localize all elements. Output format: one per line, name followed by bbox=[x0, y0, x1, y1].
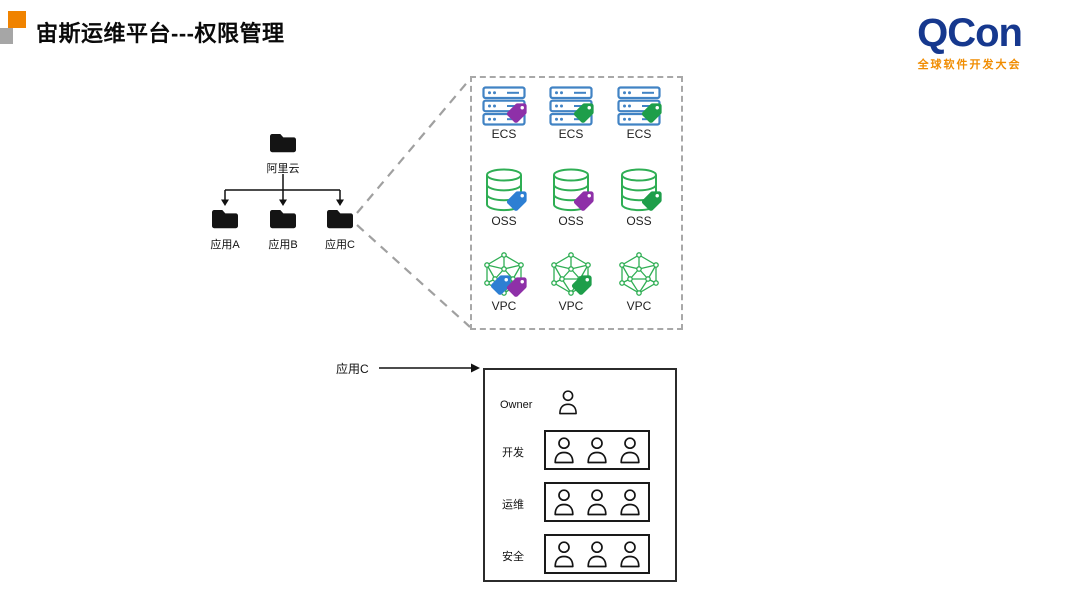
expansion-dashed-lines bbox=[356, 78, 471, 328]
resource-oss-2 bbox=[551, 168, 595, 217]
resource-vpc-2 bbox=[549, 252, 593, 301]
tree-connector-lines bbox=[224, 174, 341, 201]
tag-icon bbox=[571, 275, 592, 295]
qcon-logo-text: QCon bbox=[917, 11, 1023, 55]
member-box-ops bbox=[544, 482, 650, 522]
callout-arrow bbox=[379, 363, 480, 373]
resource-ecs-2 bbox=[549, 86, 594, 131]
tag-icon bbox=[506, 277, 527, 297]
resource-group-box bbox=[470, 76, 683, 330]
resource-label-vpc: VPC bbox=[626, 299, 652, 313]
folder-icon-app-c bbox=[327, 210, 353, 229]
person-icon bbox=[554, 541, 574, 568]
role-label-security: 安全 bbox=[502, 551, 524, 563]
qcon-logo: QCon 全球软件开发大会 bbox=[917, 10, 1023, 72]
tag-icon bbox=[641, 191, 662, 211]
person-icon bbox=[620, 541, 640, 568]
resource-oss-3 bbox=[619, 168, 663, 217]
folder-label-app-b: 应用B bbox=[268, 239, 298, 251]
person-icon bbox=[620, 437, 640, 464]
qcon-logo-subtitle: 全球软件开发大会 bbox=[917, 59, 1022, 71]
folder-icon-app-a bbox=[212, 210, 238, 229]
person-icon bbox=[587, 437, 607, 464]
network-icon bbox=[619, 252, 659, 296]
resource-label-vpc: VPC bbox=[491, 299, 517, 313]
folder-label-app-c: 应用C bbox=[325, 239, 355, 251]
resource-ecs-3 bbox=[617, 86, 662, 131]
accent-orange-square bbox=[8, 11, 26, 28]
page-title: 宙斯运维平台---权限管理 bbox=[36, 21, 285, 46]
member-box-dev bbox=[544, 430, 650, 470]
tag-icon bbox=[573, 103, 594, 123]
resource-label-oss: OSS bbox=[558, 214, 584, 228]
role-label-owner: Owner bbox=[500, 399, 533, 411]
resource-label-oss: OSS bbox=[626, 214, 652, 228]
resource-label-vpc: VPC bbox=[558, 299, 584, 313]
accent-gray-square bbox=[0, 28, 13, 44]
person-icon bbox=[620, 489, 640, 516]
folder-label-app-a: 应用A bbox=[210, 239, 240, 251]
person-icon bbox=[559, 390, 577, 415]
person-icon bbox=[587, 489, 607, 516]
tag-icon bbox=[641, 103, 662, 123]
member-box-security bbox=[544, 534, 650, 574]
tag-icon bbox=[573, 191, 594, 211]
person-icon bbox=[554, 437, 574, 464]
folder-label-root: 阿里云 bbox=[266, 163, 300, 175]
resource-oss-1 bbox=[484, 168, 528, 217]
callout-label-app-c: 应用C bbox=[336, 362, 369, 376]
tag-icon bbox=[506, 103, 527, 123]
folder-icon-root bbox=[270, 134, 296, 153]
resource-label-ecs: ECS bbox=[491, 127, 517, 141]
resource-vpc-1 bbox=[482, 252, 527, 301]
role-label-dev: 开发 bbox=[502, 447, 524, 459]
person-icon bbox=[554, 489, 574, 516]
resource-vpc-3 bbox=[617, 252, 661, 301]
resource-label-ecs: ECS bbox=[626, 127, 652, 141]
resource-ecs-1 bbox=[482, 86, 527, 131]
tree-arrowheads bbox=[221, 199, 344, 206]
resource-label-oss: OSS bbox=[491, 214, 517, 228]
tag-icon bbox=[506, 191, 527, 211]
folder-icon-app-b bbox=[270, 210, 296, 229]
role-label-ops: 运维 bbox=[502, 499, 524, 511]
person-icon bbox=[587, 541, 607, 568]
resource-label-ecs: ECS bbox=[558, 127, 584, 141]
